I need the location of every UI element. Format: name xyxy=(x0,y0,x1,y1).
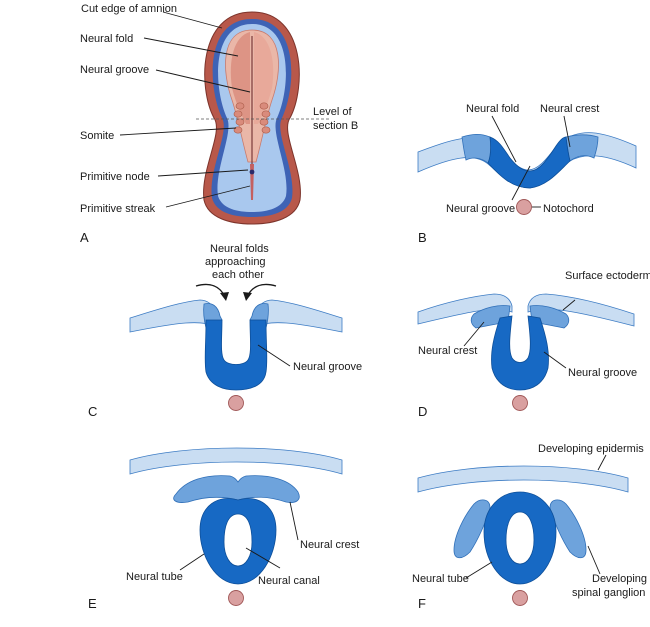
panel-letter-b: B xyxy=(418,230,427,245)
label-neural-folds: Neural folds xyxy=(210,243,269,255)
surface-ectoderm-d-left xyxy=(417,293,513,325)
neural-fold-left xyxy=(230,32,250,124)
label-neural-groove-a: Neural groove xyxy=(80,64,149,76)
label-neural-crest-e: Neural crest xyxy=(300,539,359,551)
label-neural-crest-b: Neural crest xyxy=(540,103,599,115)
notochord-f xyxy=(512,590,528,606)
label-neural-tube-f: Neural tube xyxy=(412,573,469,585)
panel-b: Neural fold Neural crest Neural groove N… xyxy=(417,103,637,245)
neural-plate-b xyxy=(487,136,571,189)
label-neural-tube-e: Neural tube xyxy=(126,571,183,583)
label-neural-fold-b: Neural fold xyxy=(466,103,519,115)
panel-c: Neural folds approaching each other Neur… xyxy=(88,243,362,419)
label-neural-groove-d: Neural groove xyxy=(568,367,637,379)
primitive-node xyxy=(249,169,255,175)
label-neural-groove-b: Neural groove xyxy=(446,203,515,215)
label-primitive-streak: Primitive streak xyxy=(80,203,156,215)
developing-epidermis-e xyxy=(129,447,343,475)
panel-letter-a: A xyxy=(80,230,89,245)
label-approaching: approaching xyxy=(205,256,266,268)
notochord-d xyxy=(512,395,528,411)
neural-groove-c xyxy=(204,319,268,391)
label-primitive-node: Primitive node xyxy=(80,171,150,183)
label-level-of: Level of xyxy=(313,106,352,118)
label-surface-ectoderm: Surface ectoderm xyxy=(565,270,650,282)
label-spinal-ganglion: spinal ganglion xyxy=(572,587,645,599)
label-notochord: Notochord xyxy=(543,203,594,215)
notochord-c xyxy=(228,395,244,411)
arrow-left-c-head xyxy=(220,292,229,301)
arrow-left-c xyxy=(195,283,226,298)
label-developing-epidermis: Developing epidermis xyxy=(538,443,644,455)
surface-ectoderm-c-right xyxy=(253,299,343,333)
panel-letter-f: F xyxy=(418,596,426,611)
neural-tube-f xyxy=(483,491,557,585)
label-section-b: section B xyxy=(313,120,358,132)
panel-letter-c: C xyxy=(88,404,97,419)
label-each-other: each other xyxy=(212,269,264,281)
label-cut-edge-of-amnion: Cut edge of amnion xyxy=(81,3,177,15)
somites-left xyxy=(233,102,245,134)
panel-d: Surface ectoderm Neural crest Neural gro… xyxy=(417,270,650,419)
panel-letter-e: E xyxy=(88,596,97,611)
arrow-right-c-head xyxy=(243,292,252,301)
notochord-b xyxy=(516,199,532,215)
label-neural-crest-d: Neural crest xyxy=(418,345,477,357)
label-somite: Somite xyxy=(80,130,114,142)
neural-crest-e xyxy=(173,475,300,503)
neural-tube-e xyxy=(199,498,277,585)
somites-right xyxy=(259,102,271,134)
panel-e: Neural crest Neural tube Neural canal E xyxy=(88,447,359,611)
spinal-ganglion-right-f xyxy=(549,499,587,559)
arrow-right-c xyxy=(246,283,277,298)
label-developing: Developing xyxy=(592,573,647,585)
label-neural-canal: Neural canal xyxy=(258,575,320,587)
label-neural-groove-c: Neural groove xyxy=(293,361,362,373)
neural-groove-d xyxy=(491,315,549,391)
notochord-e xyxy=(228,590,244,606)
neural-fold-right xyxy=(254,32,274,124)
panel-f: Developing epidermis Neural tube Develop… xyxy=(412,443,647,611)
spinal-ganglion-left-f xyxy=(453,499,491,559)
developing-epidermis-f xyxy=(417,465,629,493)
panel-letter-d: D xyxy=(418,404,427,419)
label-neural-fold-a: Neural fold xyxy=(80,33,133,45)
panel-a: Cut edge of amnion Neural fold Neural gr… xyxy=(80,3,358,245)
